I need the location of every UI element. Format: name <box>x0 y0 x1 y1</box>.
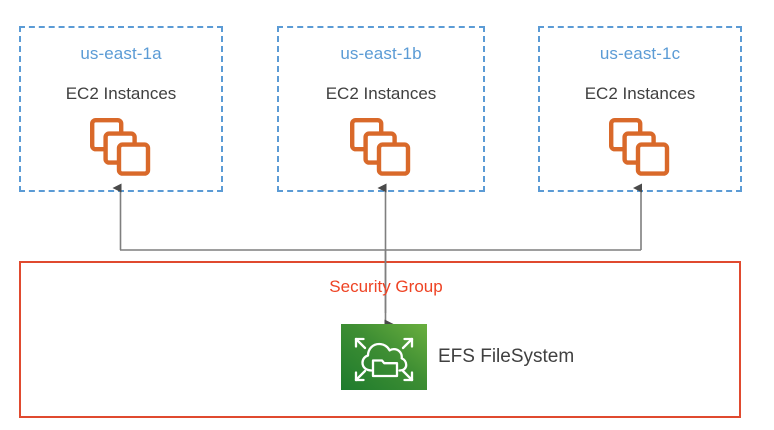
ec2-instances-icon <box>90 118 152 176</box>
az-resource-label-us-east-1b: EC2 Instances <box>325 84 437 103</box>
ec2-instances-icon <box>350 118 412 176</box>
availability-zone-us-east-1b: us-east-1b EC2 Instances <box>277 26 485 192</box>
az-resource-label-us-east-1c: EC2 Instances <box>584 84 696 103</box>
az-label-us-east-1b: us-east-1b <box>340 44 422 63</box>
availability-zone-us-east-1a: us-east-1a EC2 Instances <box>19 26 223 192</box>
availability-zone-us-east-1c: us-east-1c EC2 Instances <box>538 26 742 192</box>
security-group-box <box>19 261 741 418</box>
efs-filesystem-icon <box>341 324 427 390</box>
az-resource-label-us-east-1a: EC2 Instances <box>65 84 177 103</box>
az-label-us-east-1c: us-east-1c <box>599 44 681 63</box>
efs-filesystem-label: EFS FileSystem <box>438 346 575 367</box>
ec2-instances-icon <box>609 118 671 176</box>
security-group-label: Security Group <box>329 277 443 296</box>
az-label-us-east-1a: us-east-1a <box>80 44 162 63</box>
